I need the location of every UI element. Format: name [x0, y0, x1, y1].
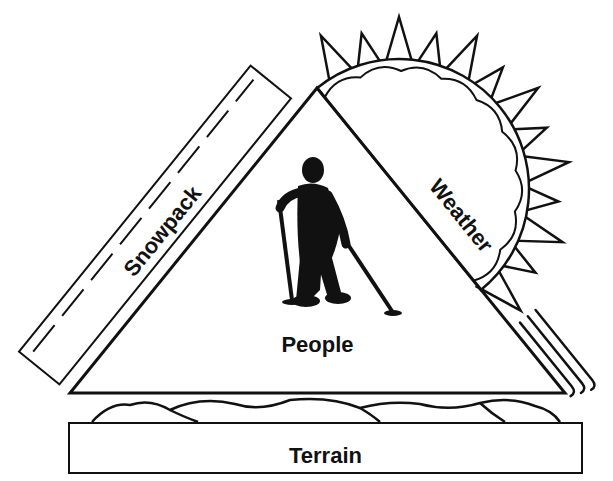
skier-boot [325, 292, 351, 304]
mountain-ridge [92, 399, 560, 422]
mountain-ridge [480, 403, 505, 422]
terrain-band: Terrain [68, 422, 583, 474]
ski-pole [345, 240, 392, 311]
wind-line [530, 310, 597, 390]
weather-sun: Weather [417, 166, 506, 265]
ski-pole [279, 200, 292, 300]
snow-layer-dash [32, 79, 252, 351]
mountain-ridge [360, 408, 380, 422]
sun-rays [291, 0, 613, 324]
pole-basket [384, 310, 402, 316]
mountain-ridges [92, 399, 560, 422]
triangle-edge [70, 88, 565, 393]
skier-head [302, 157, 324, 183]
skier-leg [316, 258, 342, 298]
snowpack-band: Snowpack [17, 64, 292, 386]
mountain-ridge [170, 410, 198, 422]
wind-lines [515, 310, 597, 402]
skier-arm [280, 192, 302, 208]
skier-silhouette [279, 157, 402, 316]
people-triangle: People [70, 88, 565, 393]
wind-line [515, 323, 577, 397]
node-label: Weather [425, 174, 499, 257]
cloud-outline [322, 17, 571, 284]
skier-arm [328, 195, 346, 244]
node-label: Terrain [289, 443, 362, 468]
node-label: People [281, 332, 353, 357]
sun-disc [317, 6, 582, 290]
skier-boot [292, 295, 320, 307]
